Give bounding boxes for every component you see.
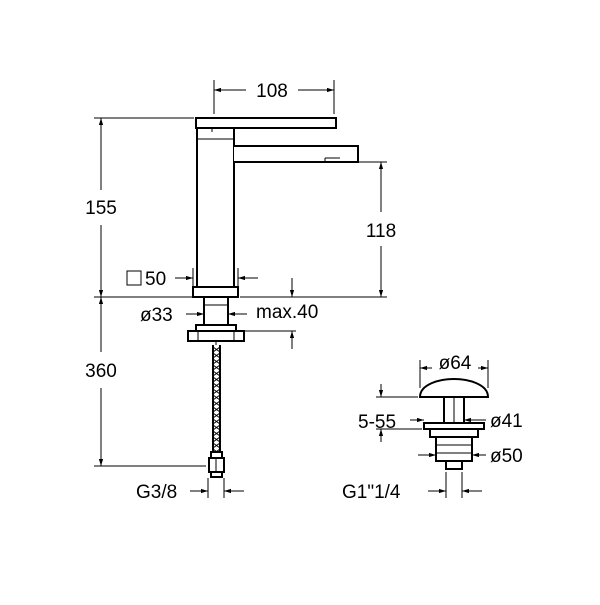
label-waste-flange: ø50 <box>490 446 523 467</box>
label-spout-height: 118 <box>366 221 396 242</box>
dim-base-square: 50 <box>126 268 258 290</box>
label-waste-body: ø41 <box>490 411 523 432</box>
label-waste-deck-range: 5-55 <box>358 412 396 433</box>
dim-hose-length: 360 <box>85 297 206 467</box>
square-symbol-icon <box>126 270 142 286</box>
label-hose-thread: G3/8 <box>136 482 177 503</box>
label-waste-cap: ø64 <box>439 353 472 374</box>
dim-waste-thread: G1"1/4 <box>342 472 482 503</box>
dim-waste-cap: ø64 <box>419 353 489 388</box>
dim-spout-height: 118 <box>240 161 396 298</box>
dim-spout-reach: 108 <box>213 80 335 114</box>
dim-waste-body: ø41 <box>464 411 523 432</box>
dim-max-deck: max.40 <box>244 278 318 349</box>
waste-body <box>435 436 473 462</box>
waste-valve <box>418 377 490 470</box>
dim-total-height: 155 <box>85 117 194 298</box>
label-waste-thread: G1"1/4 <box>342 482 401 503</box>
dim-waste-deck-range: 5-55 <box>358 384 424 442</box>
faucet-body <box>187 117 359 345</box>
label-spout-reach: 108 <box>256 81 288 102</box>
fixing-nut <box>187 330 245 342</box>
shank <box>203 296 229 326</box>
dim-hose-thread: G3/8 <box>136 478 244 503</box>
flexible-hose <box>208 345 225 478</box>
label-total-height: 155 <box>85 198 117 219</box>
lever-plate <box>195 117 337 129</box>
dim-hole-diameter: ø33 <box>140 305 247 326</box>
label-hose-length: 360 <box>85 361 117 382</box>
label-base-square: 50 <box>145 269 166 290</box>
waste-cap <box>418 377 490 398</box>
dim-waste-flange: ø50 <box>418 446 523 467</box>
faucet-base <box>192 286 239 298</box>
faucet-column <box>196 127 235 291</box>
spout <box>234 145 359 163</box>
label-hole-diameter: ø33 <box>140 305 173 326</box>
label-max-deck: max.40 <box>256 302 318 323</box>
